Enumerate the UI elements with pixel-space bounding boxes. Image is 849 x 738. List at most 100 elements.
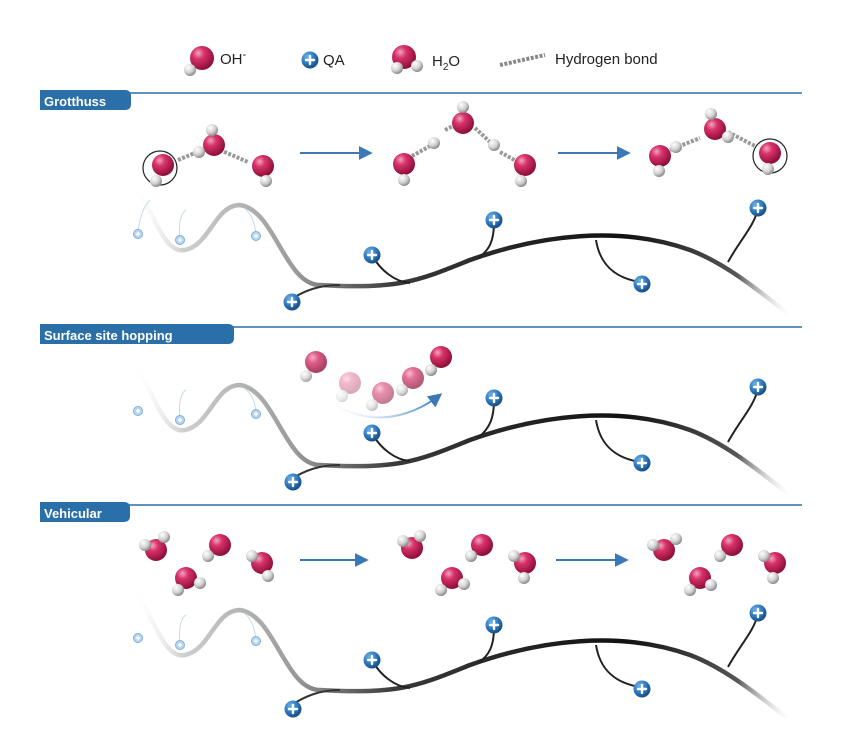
- qa-icon: [748, 198, 768, 218]
- panel-title-tab: [40, 324, 234, 344]
- water-molecule-icon: [435, 567, 470, 596]
- hydrogen-sphere-icon: [193, 146, 205, 158]
- qa-faded-icon: [250, 230, 262, 242]
- panel-surface-site-hopping: Surface site hopping: [40, 324, 802, 497]
- water-molecule-icon: [397, 530, 426, 559]
- water-molecule-icon: [172, 567, 206, 596]
- oxygen-sphere-icon: [152, 154, 174, 176]
- water-chain-step-1: [142, 124, 274, 187]
- hydrogen-sphere-icon: [398, 174, 410, 186]
- oxygen-sphere-icon: [452, 112, 474, 134]
- hydrogen-sphere-icon: [150, 175, 162, 187]
- legend-hbond-icon: [499, 53, 546, 67]
- panel-grotthuss: Grotthuss: [40, 90, 802, 317]
- water-molecule-icon: [246, 550, 274, 582]
- legend-hydroxide-icon: [184, 46, 214, 76]
- oxygen-sphere-icon: [704, 118, 726, 140]
- qa-faded-icon: [132, 632, 144, 644]
- hydrogen-sphere-icon: [722, 131, 734, 143]
- hydrogen-sphere-icon: [762, 163, 774, 175]
- water-cluster-step-1: [139, 531, 274, 596]
- legend-hydroxide-label: OH-: [220, 49, 247, 68]
- qa-icon: [632, 679, 652, 699]
- hopping-trajectory: [300, 346, 452, 419]
- qa-faded-icon: [250, 408, 262, 420]
- qa-faded-icon: [174, 234, 186, 246]
- oxygen-sphere-icon: [393, 153, 415, 175]
- hydrogen-sphere-icon: [428, 137, 440, 149]
- water-molecule-icon: [684, 567, 717, 596]
- hydrogen-sphere-icon: [457, 101, 469, 113]
- panel-title-tab: [40, 502, 130, 522]
- qa-icon: [362, 423, 382, 443]
- qa-icon: [362, 650, 382, 670]
- oxygen-sphere-icon: [203, 134, 225, 156]
- hydroxide-ghost: [336, 372, 361, 402]
- water-chain-step-3: [649, 108, 788, 177]
- panel-title: Surface site hopping: [44, 328, 173, 343]
- legend-hbond-label: Hydrogen bond: [555, 51, 658, 68]
- legend: OH- QA H2O Hydrogen bond: [184, 45, 658, 76]
- hydrogen-sphere-icon: [705, 108, 717, 120]
- hydroxide-icon: [714, 534, 743, 562]
- panel-title: Grotthuss: [44, 94, 106, 109]
- hydroxide-ghost: [396, 367, 424, 396]
- hydrogen-sphere-icon: [260, 175, 272, 187]
- hop-arrow: [321, 391, 443, 419]
- oxygen-sphere-icon: [649, 145, 671, 167]
- oxygen-sphere-icon: [252, 155, 274, 177]
- water-molecule-icon: [139, 531, 170, 561]
- oxygen-sphere-icon: [305, 351, 327, 373]
- qa-icon: [484, 615, 504, 635]
- qa-icon: [632, 274, 652, 294]
- qa-group: [132, 603, 768, 719]
- qa-icon: [632, 453, 652, 473]
- hydrogen-sphere-icon: [515, 175, 527, 187]
- panel-title-tab: [40, 90, 131, 110]
- polymer-backbone: [128, 362, 792, 497]
- hydrogen-sphere-icon: [488, 139, 500, 151]
- hydroxide-icon: [202, 534, 231, 562]
- qa-icon: [484, 388, 504, 408]
- polymer-backbone: [128, 182, 792, 317]
- legend-qa-label: QA: [323, 52, 345, 69]
- oxygen-sphere-icon: [759, 142, 781, 164]
- legend-qa-icon: [300, 50, 320, 70]
- qa-icon: [282, 292, 302, 312]
- hydrogen-sphere-icon: [206, 124, 218, 136]
- qa-icon: [362, 245, 382, 265]
- qa-icon: [748, 377, 768, 397]
- qa-faded-icon: [132, 405, 144, 417]
- qa-faded-icon: [250, 635, 262, 647]
- water-chain-step-2: [393, 101, 536, 187]
- qa-faded-icon: [174, 639, 186, 651]
- water-cluster-step-2: [397, 530, 536, 596]
- qa-faded-icon: [132, 228, 144, 240]
- hydroxide-ghost: [366, 382, 394, 411]
- qa-icon: [283, 699, 303, 719]
- legend-water-label: H2O: [432, 53, 460, 73]
- water-molecule-icon: [508, 550, 536, 584]
- panel-vehicular: Vehicular: [40, 502, 802, 722]
- qa-icon: [484, 210, 504, 230]
- qa-icon: [748, 603, 768, 623]
- hydrogen-sphere-icon: [670, 141, 682, 153]
- hydroxide-icon: [465, 534, 493, 562]
- panel-title: Vehicular: [44, 506, 102, 521]
- water-molecule-icon: [758, 550, 786, 584]
- hydrogen-sphere-icon: [425, 364, 437, 376]
- hydrogen-sphere-icon: [300, 370, 312, 382]
- oxygen-sphere-icon: [514, 154, 536, 176]
- polymer-backbone: [128, 587, 792, 722]
- legend-water-icon: [391, 45, 423, 74]
- hydrogen-sphere-icon: [653, 165, 665, 177]
- water-molecule-icon: [647, 533, 682, 561]
- oxygen-sphere-icon: [430, 346, 452, 368]
- qa-group: [132, 377, 768, 492]
- water-cluster-step-3: [647, 533, 786, 596]
- qa-group: [132, 198, 768, 312]
- qa-icon: [283, 472, 303, 492]
- qa-faded-icon: [174, 414, 186, 426]
